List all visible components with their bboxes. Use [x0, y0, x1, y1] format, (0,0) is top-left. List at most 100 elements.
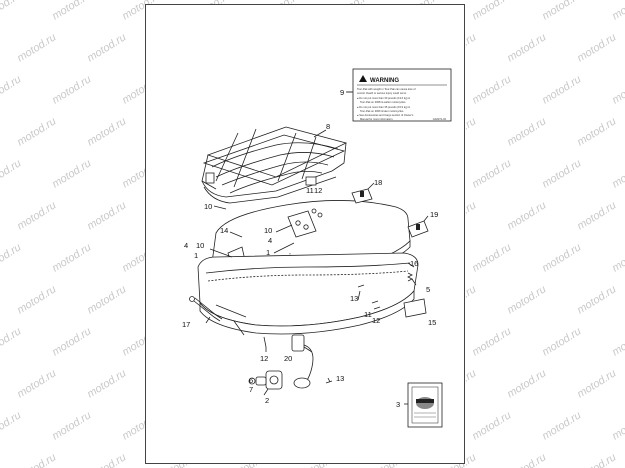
- warning-line-7: ● See Accessories and Cargo section of O…: [357, 113, 414, 117]
- watermark-text: motod.ru: [540, 241, 584, 275]
- callout-11-upper: 11: [306, 186, 314, 195]
- watermark-text: motod.ru: [50, 0, 94, 23]
- screw-13-upper: [357, 284, 365, 288]
- watermark-text: motod.ru: [50, 157, 94, 191]
- pad-15: [403, 298, 427, 318]
- watermark-text: motod.ru: [610, 325, 625, 359]
- callout-10-left: 10: [196, 241, 204, 250]
- watermark-text: motod.ru: [85, 451, 129, 468]
- callout-4-left: 4: [184, 241, 188, 250]
- watermark-text: motod.ru: [505, 199, 549, 233]
- warning-title: WARNING: [370, 78, 399, 84]
- callout-12-upper: 12: [314, 186, 322, 195]
- watermark-text: motod.ru: [575, 31, 619, 65]
- callout-14: 14: [220, 226, 228, 235]
- latch-bracket-18: [351, 188, 373, 204]
- watermark-text: motod.ru: [505, 115, 549, 149]
- watermark-text: motod.ru: [470, 157, 514, 191]
- watermark-text: motod.ru: [470, 325, 514, 359]
- watermark-text: motod.ru: [0, 157, 24, 191]
- warning-triangle-icon: [359, 75, 367, 82]
- screws-11-12: [371, 300, 381, 310]
- latch-20: [291, 334, 314, 389]
- callout-5: 5: [426, 285, 430, 294]
- callout-8: 8: [326, 122, 330, 131]
- lid-strap-17: [189, 296, 223, 322]
- warning-label: WARNING Tour-Pak with weight in Tour-Pak…: [352, 68, 452, 122]
- callout-13-lower: 13: [336, 374, 344, 383]
- watermark-text: motod.ru: [610, 241, 625, 275]
- watermark-text: motod.ru: [470, 0, 514, 23]
- callout-16: 16: [410, 259, 418, 268]
- luggage-rack: [201, 126, 348, 204]
- callout-20: 20: [284, 354, 292, 363]
- callout-3: 3: [396, 400, 400, 409]
- callout-15: 15: [428, 318, 436, 327]
- spring-5: [407, 272, 413, 282]
- tour-pak-base: [197, 252, 419, 336]
- warning-part-number: GA0071-04: [433, 117, 447, 121]
- watermark-text: motod.ru: [50, 325, 94, 359]
- watermark-text: motod.ru: [85, 199, 129, 233]
- watermark-text: motod.ru: [0, 241, 24, 275]
- callout-18: 18: [374, 178, 382, 187]
- callout-13-upper: 13: [350, 294, 358, 303]
- warning-line-1: Tour-Pak with weight in Tour-Pak can cau…: [357, 87, 416, 91]
- watermark-text: motod.ru: [85, 31, 129, 65]
- watermark-text: motod.ru: [85, 283, 129, 317]
- callout-10-upper-left: 10: [204, 202, 212, 211]
- callout-7: 7: [249, 385, 253, 394]
- watermark-text: motod.ru: [470, 73, 514, 107]
- watermark-text: motod.ru: [85, 367, 129, 401]
- warning-line-3: ● Do not put more than 30 pounds (13.6 k…: [357, 96, 411, 100]
- latch-bracket-19: [407, 220, 429, 238]
- watermark-text: motod.ru: [575, 451, 619, 468]
- screw-12-lower: [263, 336, 267, 348]
- watermark-text: motod.ru: [540, 0, 584, 23]
- watermark-text: motod.ru: [15, 367, 59, 401]
- warning-line-5: ● Do not put more than 35 pounds (15.9 k…: [357, 105, 411, 109]
- watermark-text: motod.ru: [610, 0, 625, 23]
- watermark-text: motod.ru: [505, 283, 549, 317]
- owners-manual-3: [407, 382, 443, 428]
- callout-12-lower-right: 12: [372, 316, 380, 325]
- watermark-text: motod.ru: [50, 73, 94, 107]
- callout-2: 2: [265, 396, 269, 405]
- watermark-text: motod.ru: [0, 0, 24, 23]
- callout-11-lower: 11: [364, 310, 372, 319]
- warning-line-4: Tour-Pak on 2008 & earlier motorcycles.: [360, 100, 406, 104]
- watermark-text: motod.ru: [15, 31, 59, 65]
- callout-9: 9: [340, 88, 344, 97]
- parts-diagram-sheet: WARNING Tour-Pak with weight in Tour-Pak…: [145, 4, 465, 464]
- watermark-text: motod.ru: [505, 367, 549, 401]
- warning-line-6: Tour-Pak on 2009 & later motorcycles.: [360, 109, 404, 113]
- watermark-text: motod.ru: [50, 409, 94, 443]
- watermark-text: motod.ru: [540, 409, 584, 443]
- watermark-text: motod.ru: [610, 409, 625, 443]
- callout-6: 6: [249, 376, 253, 385]
- watermark-text: motod.ru: [470, 241, 514, 275]
- watermark-text: motod.ru: [540, 73, 584, 107]
- callout-12-lower: 12: [260, 354, 268, 363]
- watermark-text: motod.ru: [540, 157, 584, 191]
- lock-assembly: [248, 370, 283, 390]
- warning-line-8: Manual for more information.: [360, 117, 393, 121]
- watermark-text: motod.ru: [505, 31, 549, 65]
- callout-17: 17: [182, 320, 190, 329]
- exploded-parts-diagram: WARNING Tour-Pak with weight in Tour-Pak…: [182, 68, 452, 428]
- watermark-text: motod.ru: [575, 283, 619, 317]
- watermark-text: motod.ru: [85, 115, 129, 149]
- watermark-text: motod.ru: [505, 451, 549, 468]
- watermark-text: motod.ru: [575, 367, 619, 401]
- callout-4-center: 4: [268, 236, 272, 245]
- callout-1-left: 1: [194, 251, 198, 260]
- watermark-text: motod.ru: [575, 199, 619, 233]
- watermark-text: motod.ru: [15, 451, 59, 468]
- watermark-text: motod.ru: [610, 73, 625, 107]
- watermark-text: motod.ru: [0, 73, 24, 107]
- watermark-text: motod.ru: [50, 241, 94, 275]
- watermark-text: motod.ru: [470, 409, 514, 443]
- watermark-text: motod.ru: [15, 199, 59, 233]
- warning-line-2: control. Death or serious injury could o…: [357, 91, 407, 95]
- watermark-text: motod.ru: [15, 115, 59, 149]
